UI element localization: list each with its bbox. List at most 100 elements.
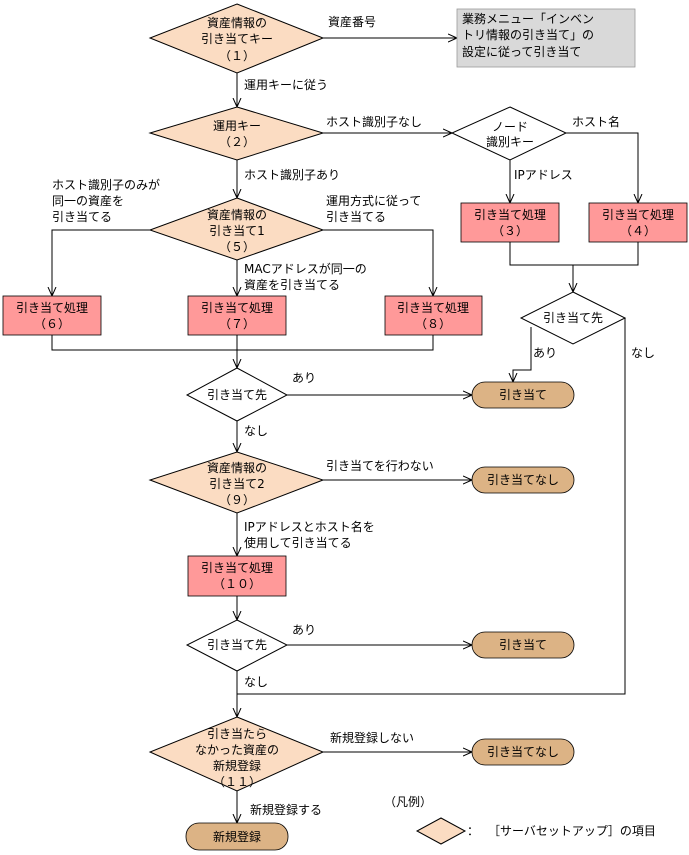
d9-line-2: 引き当て2	[209, 477, 265, 491]
node-p10	[187, 555, 287, 597]
label-yes-b: あり	[292, 623, 316, 637]
node-text: 資産情報の 引き当てキー （１） 運用キー （２） 資産情報の 引き当て1 （５…	[16, 15, 674, 844]
label-ip-host-1: IPアドレスとホスト名を	[244, 519, 375, 534]
assign1-label: 引き当て	[499, 388, 547, 402]
d2-line-1: 運用キー	[213, 119, 261, 133]
p6-line-1: 引き当て処理	[16, 301, 88, 315]
note-line-2: トリ情報の引き当て」の	[462, 28, 594, 42]
d11-line-1: 引き当たら	[207, 727, 267, 741]
label-has-host-id: ホスト識別子あり	[244, 168, 340, 182]
label-no-host-id: ホスト識別子なし	[326, 115, 422, 129]
node-dest-a	[185, 367, 289, 422]
d11-line-4: （１１）	[213, 775, 261, 789]
label-host-id-only-3: 引き当てる	[52, 210, 112, 224]
d11-line-3: 新規登録	[213, 758, 261, 773]
d5-line-3: （５）	[219, 240, 255, 254]
node-p8	[384, 295, 483, 336]
node-assign1	[471, 381, 575, 409]
node-note	[456, 8, 636, 68]
edge-p3-merge	[509, 242, 639, 266]
node-d2	[148, 106, 325, 161]
p7-line-1: 引き当て処理	[201, 301, 273, 315]
node-assign2	[471, 631, 575, 659]
p10-line-2: （１０）	[213, 577, 261, 591]
label-ip-addr: IPアドレス	[514, 168, 573, 182]
node-d9	[148, 451, 325, 514]
node-p4	[588, 202, 688, 243]
label-no-assign: 引き当てを行わない	[326, 459, 434, 473]
node-d1	[148, 3, 325, 74]
connectors	[52, 38, 638, 823]
label-register: 新規登録する	[250, 802, 322, 817]
dest-a-label: 引き当て先	[207, 388, 267, 402]
node-p7	[187, 295, 287, 336]
new-label: 新規登録	[213, 829, 261, 844]
node-d11	[148, 716, 325, 792]
label-no-b: なし	[244, 675, 268, 689]
edge-d5-p8	[323, 229, 433, 296]
p6-line-2: （６）	[34, 317, 70, 331]
legend: （凡例） ： ［サーバセットアップ］の項目	[384, 795, 656, 838]
label-follow-opkey: 運用キーに従う	[244, 78, 328, 92]
node-p6	[2, 295, 102, 336]
label-no-a: なし	[244, 424, 268, 438]
p10-line-1: 引き当て処理	[201, 561, 273, 575]
label-host-name: ホスト名	[572, 114, 620, 129]
label-yes-a: あり	[292, 371, 316, 385]
label-no-c: なし	[631, 346, 655, 360]
p4-line-2: （４）	[620, 224, 656, 238]
note-line-1: 業務メニュー「インベン	[462, 12, 594, 26]
d5-line-1: 資産情報の	[207, 207, 267, 222]
node-none2	[471, 738, 575, 766]
node-d5	[148, 197, 325, 261]
d2-line-2: （２）	[219, 135, 255, 149]
d11-line-2: なかった資産の	[195, 742, 279, 757]
node-p3	[460, 202, 560, 243]
label-by-method-2: 引き当てる	[326, 210, 386, 224]
d9-line-1: 資産情報の	[207, 460, 267, 475]
none2-label: 引き当てなし	[487, 745, 559, 759]
label-mac-same-1: MACアドレスが同一の	[244, 261, 367, 276]
node-none1	[471, 466, 575, 494]
label-ip-host-2: 使用して引き当てる	[244, 535, 352, 550]
nodekey-line-2: 識別キー	[486, 135, 534, 149]
legend-swatch	[415, 817, 467, 845]
p8-line-1: 引き当て処理	[397, 301, 469, 315]
edge-destc-no	[237, 318, 626, 695]
node-dest-b	[185, 619, 289, 672]
p3-line-2: （３）	[492, 224, 528, 238]
node-dest-c	[519, 291, 627, 345]
p3-line-1: 引き当て処理	[474, 208, 546, 222]
edge-labels: 資産番号 運用キーに従う ホスト識別子なし ホスト名 IPアドレス ホスト識別子…	[52, 14, 655, 817]
d1-line-1: 資産情報の	[207, 15, 267, 30]
assign2-label: 引き当て	[499, 638, 547, 652]
p4-line-1: 引き当て処理	[602, 208, 674, 222]
label-no-register: 新規登録しない	[330, 730, 414, 745]
p7-line-2: （７）	[219, 317, 255, 331]
edge-d5-p6	[52, 229, 150, 296]
nodekey-line-1: ノード	[492, 120, 528, 134]
edge-nodekey-p4	[566, 132, 638, 203]
label-yes-c: あり	[533, 346, 557, 360]
none1-label: 引き当てなし	[487, 473, 559, 487]
node-nodekey	[450, 106, 568, 161]
legend-colon: ：	[467, 824, 479, 838]
label-by-method-1: 運用方式に従って	[326, 193, 421, 208]
dest-c-label: 引き当て先	[543, 311, 603, 325]
label-asset-no: 資産番号	[328, 14, 376, 29]
label-host-id-only-1: ホスト識別子のみが	[52, 177, 160, 192]
dest-b-label: 引き当て先	[207, 638, 267, 652]
legend-text: ［サーバセットアップ］の項目	[488, 824, 656, 838]
shapes	[2, 3, 688, 851]
label-host-id-only-2: 同一の資産を	[52, 193, 124, 208]
edge-destc-assign	[513, 327, 532, 382]
label-mac-same-2: 資産を引き当てる	[244, 277, 340, 292]
edge-p6-merge	[51, 335, 434, 351]
d5-line-2: 引き当て1	[209, 224, 265, 238]
note-line-3: 設定に従って引き当て	[462, 44, 581, 59]
node-new	[185, 822, 289, 851]
d9-line-3: （９）	[219, 493, 255, 507]
d1-line-2: 引き当てキー	[201, 32, 273, 46]
legend-title: （凡例）	[384, 795, 432, 809]
